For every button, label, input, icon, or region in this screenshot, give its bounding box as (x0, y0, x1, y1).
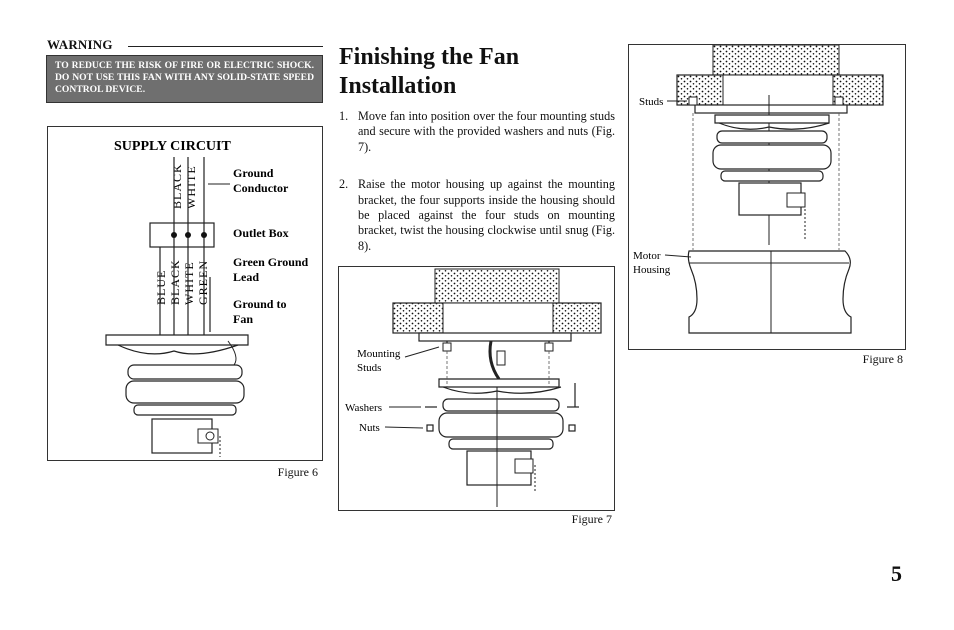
label-conductor: Conductor (233, 181, 289, 195)
supply-circuit-title: SUPPLY CIRCUIT (114, 139, 231, 154)
fan-canopy (442, 398, 560, 412)
figure-8-caption: Figure 8 (862, 352, 903, 366)
fan-motor (438, 412, 564, 438)
warning-rule (128, 46, 323, 47)
label-studs: Studs (357, 362, 381, 374)
figure-7-frame: Mounting Studs Washers Nuts Figure 7 (338, 266, 615, 526)
mounting-bracket (105, 334, 249, 346)
ceiling-box (434, 268, 560, 304)
step-text: Raise the motor housing up against the m… (358, 177, 615, 253)
step-number: 2. (339, 177, 349, 192)
motor-housing-diagram: Studs Motor Housing (633, 44, 884, 334)
label-nuts: Nuts (359, 422, 380, 434)
label-housing: Housing (633, 264, 671, 276)
mounting-bracket (694, 104, 848, 114)
installation-steps: 1. Move fan into position over the four … (339, 109, 615, 276)
supply-circuit-diagram: SUPPLY CIRCUIT BLACK WHITE BLUE BLACK WH… (105, 139, 309, 457)
figure-8-frame: Studs Motor Housing Figure 8 (628, 44, 906, 366)
label-fan: Fan (233, 312, 253, 326)
warning-box: TO REDUCE THE RISK OF FIRE OR ELECTRIC S… (46, 55, 323, 103)
label-ground-to: Ground to (233, 297, 286, 311)
wire-label-white: WHITE (182, 261, 196, 305)
page-title-line1: Finishing the Fan (339, 44, 520, 70)
figure-6-frame: SUPPLY CIRCUIT BLACK WHITE BLUE BLACK WH… (47, 126, 323, 479)
fan-motor (712, 144, 832, 170)
label-motor: Motor (633, 250, 661, 262)
wire-label-black: BLACK (168, 259, 182, 305)
fan-motor-housing (125, 380, 245, 404)
step-number: 1. (339, 109, 349, 123)
wire-label-white-top: WHITE (184, 165, 198, 209)
page-title-line2: Installation (339, 73, 457, 99)
step-item: 2. Raise the motor housing up against th… (339, 177, 615, 254)
ceiling-box (712, 44, 840, 76)
label-lead: Lead (233, 270, 259, 284)
label-studs: Studs (639, 96, 663, 108)
warning-heading: WARNING (47, 37, 113, 52)
label-washers: Washers (345, 402, 382, 414)
wire-label-black-top: BLACK (170, 163, 184, 209)
page-number: 5 (891, 561, 902, 586)
figure-6-caption: Figure 6 (277, 465, 318, 479)
label-green-ground: Green Ground (233, 255, 309, 269)
fan-mounting-diagram: Mounting Studs Washers Nuts (345, 268, 602, 507)
outlet-box (149, 222, 215, 248)
mounting-bracket (418, 332, 572, 342)
motor-housing-shell (687, 250, 852, 334)
fan-canopy (716, 130, 828, 144)
wire-label-blue: BLUE (154, 270, 168, 305)
label-mounting: Mounting (357, 348, 401, 360)
fan-canopy-ring (127, 364, 243, 380)
label-outlet-box: Outlet Box (233, 226, 289, 240)
label-ground: Ground (233, 166, 274, 180)
step-item: 1. Move fan into position over the four … (339, 109, 615, 155)
figure-7-caption: Figure 7 (571, 512, 612, 526)
step-text: Move fan into position over the four mou… (358, 109, 615, 154)
page-title: Finishing the Fan Installation (339, 43, 519, 101)
wire-label-green: GREEN (196, 260, 210, 305)
